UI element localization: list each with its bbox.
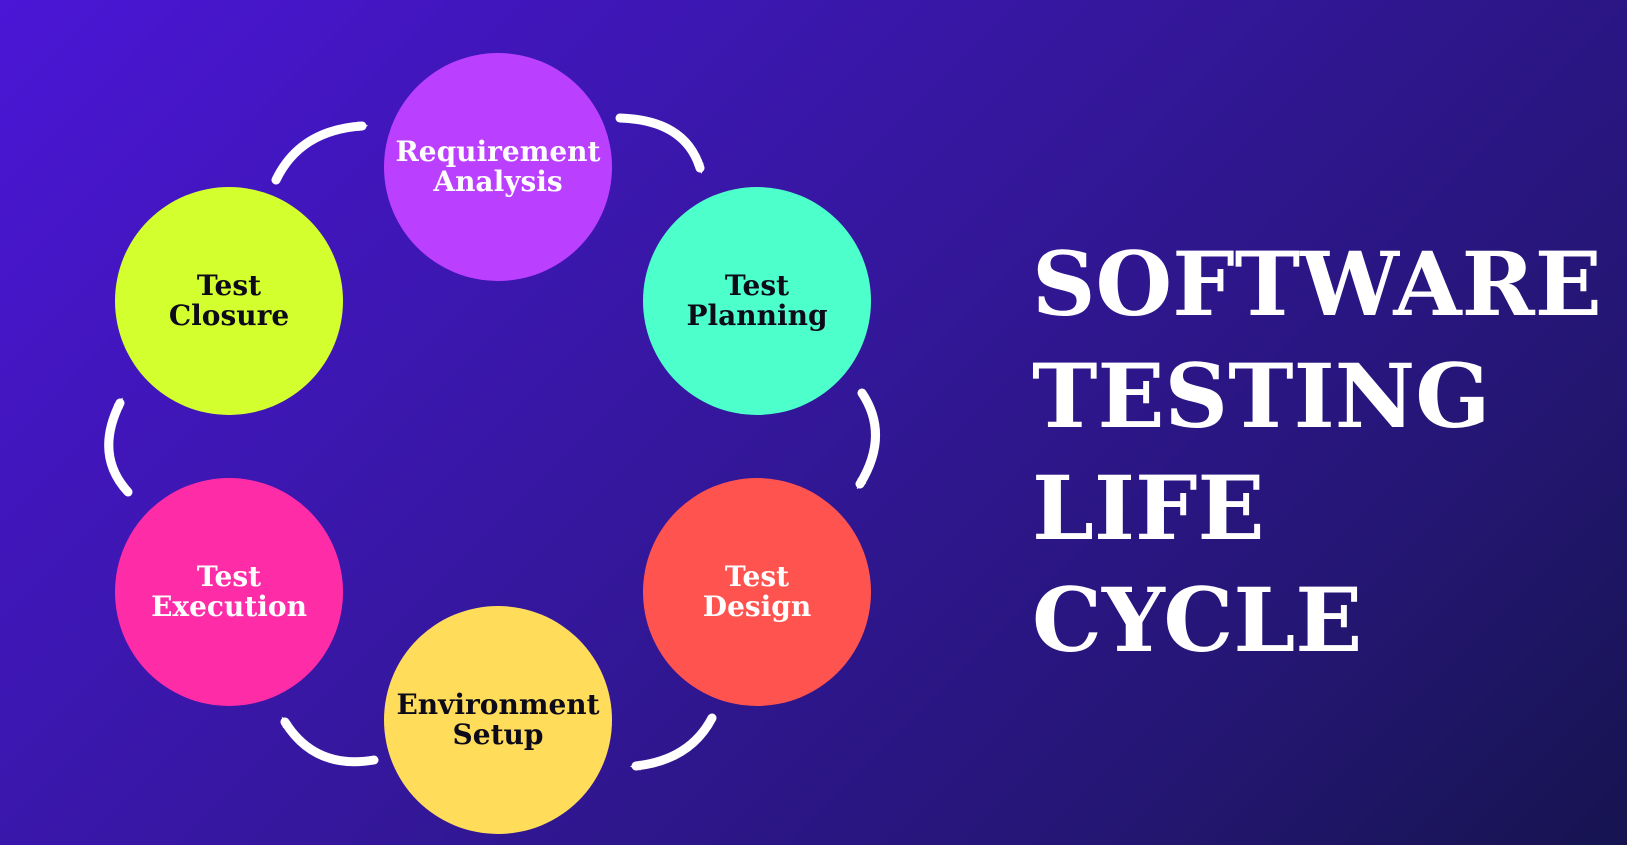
stage-requirement-analysis: Requirement Analysis — [384, 53, 612, 281]
title-line: SOFTWARE — [1032, 232, 1602, 336]
stage-label-line1: Test — [724, 269, 790, 302]
stage-label-line1: Requirement — [395, 135, 601, 168]
page-title: SOFTWARE TESTING LIFE CYCLE — [1032, 228, 1612, 676]
stage-label-line1: Test — [724, 560, 790, 593]
stage-label-line2: Design — [702, 590, 812, 623]
arrow-environment-to-execution — [280, 716, 379, 767]
arrow-design-to-environment — [630, 713, 717, 771]
arrow-planning-to-design — [855, 388, 880, 490]
stage-label-line2: Closure — [168, 299, 290, 332]
stage-label-line1: Test — [196, 560, 262, 593]
stage-test-planning: Test Planning — [643, 187, 871, 415]
stage-label-line2: Analysis — [433, 165, 563, 198]
title-line: LIFE — [1032, 456, 1265, 560]
stage-label-line2: Planning — [686, 299, 828, 332]
stage-label-line1: Test — [196, 269, 262, 302]
title-line: CYCLE — [1032, 568, 1363, 672]
stage-label-line2: Setup — [452, 718, 544, 751]
stage-label-line2: Execution — [151, 590, 307, 623]
stage-test-closure: Test Closure — [115, 187, 343, 415]
arrow-execution-to-closure — [104, 397, 133, 497]
arrow-requirement-to-planning — [615, 113, 705, 174]
title-line: TESTING — [1032, 344, 1491, 448]
stage-environment-setup: Environment Setup — [384, 606, 612, 834]
stage-test-design: Test Design — [643, 478, 871, 706]
stage-label-line1: Environment — [396, 688, 600, 721]
stage-test-execution: Test Execution — [115, 478, 343, 706]
arrow-closure-to-requirement — [271, 121, 368, 185]
